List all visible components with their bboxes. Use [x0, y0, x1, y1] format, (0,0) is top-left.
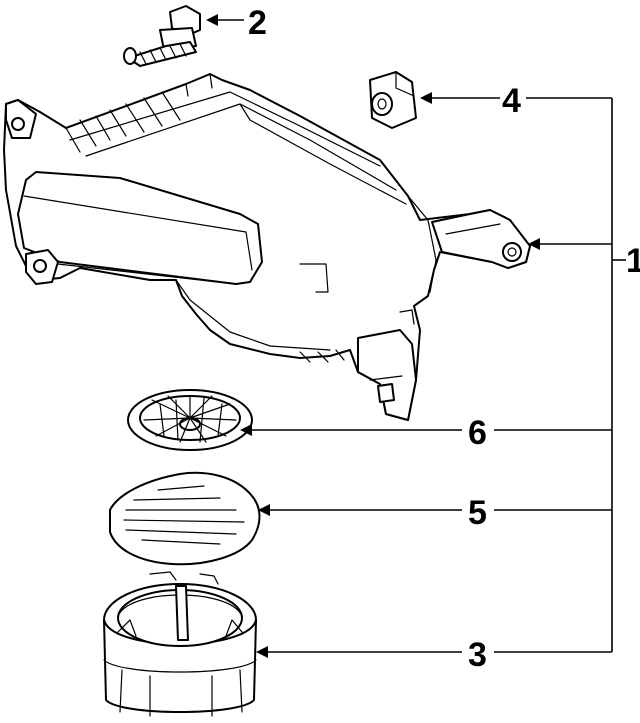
arrowhead-5 — [258, 504, 270, 516]
callout-labels: 2 4 1 6 5 3 — [248, 4, 640, 674]
bulb-socket-part-3 — [103, 571, 257, 717]
callout-4: 4 — [502, 82, 521, 120]
arrowhead-6 — [240, 424, 252, 436]
callout-1: 1 — [626, 242, 640, 280]
callout-5: 5 — [468, 494, 487, 532]
callout-3: 3 — [468, 636, 487, 674]
arrowhead-4 — [420, 92, 432, 104]
leader-lines — [206, 14, 626, 658]
arrowhead-3 — [256, 646, 268, 658]
bolt-part-2 — [123, 5, 201, 67]
fog-lamp-housing-part-1 — [3, 73, 531, 421]
gasket-part-5 — [109, 471, 261, 566]
arrowhead-2 — [206, 14, 218, 26]
socket-grommet-part-6 — [127, 389, 253, 451]
clip-nut-part-4 — [369, 71, 417, 129]
callout-6: 6 — [468, 414, 487, 452]
arrowhead-1 — [528, 238, 540, 250]
callout-2: 2 — [248, 4, 267, 42]
